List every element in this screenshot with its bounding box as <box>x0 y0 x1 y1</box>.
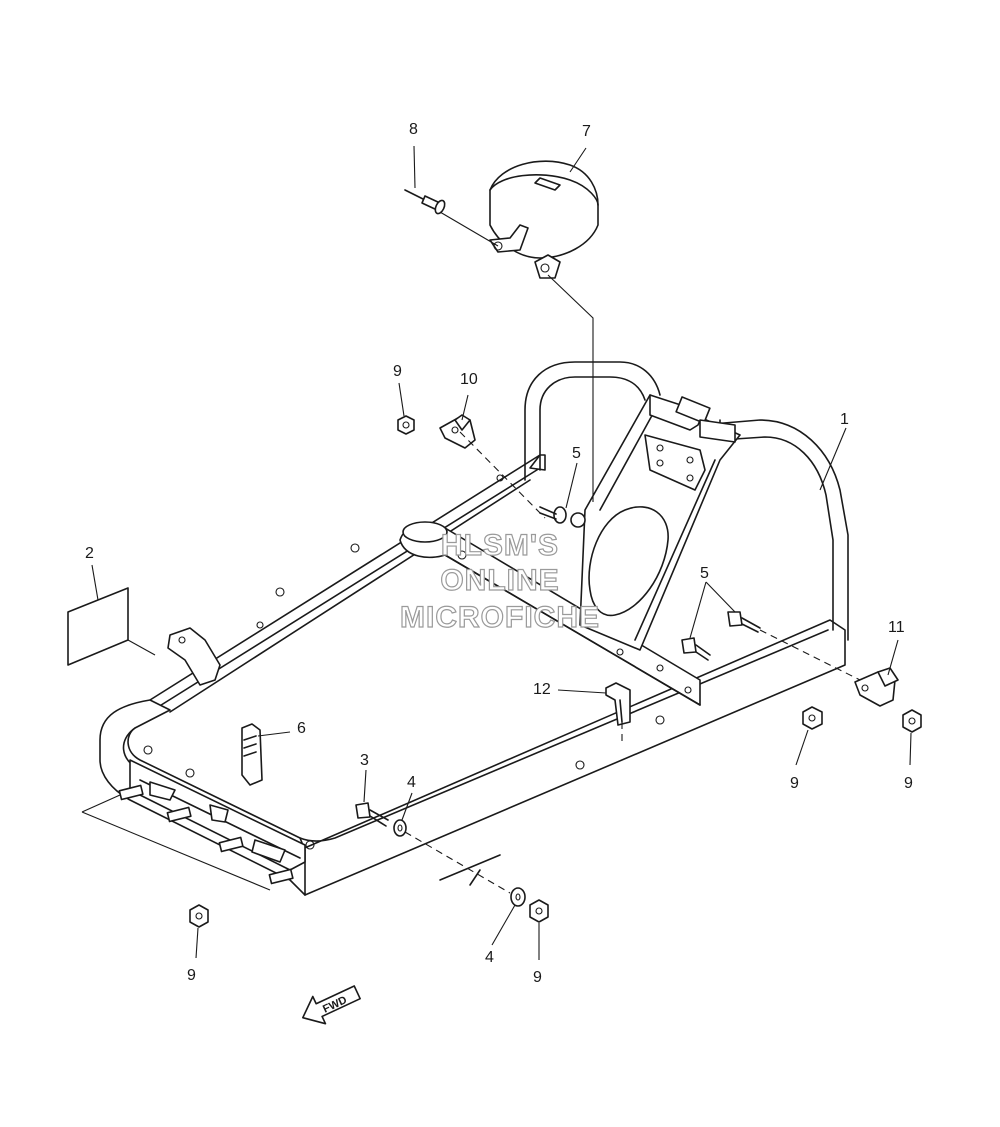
watermark-line-3: MICROFICHE <box>400 601 600 634</box>
callout-4-upper: 4 <box>407 774 416 791</box>
fwd-label: FWD <box>321 994 349 1015</box>
left-bracket <box>167 627 221 686</box>
nut-9c <box>902 709 922 733</box>
front-studs <box>118 781 294 885</box>
nut-9b <box>802 706 823 730</box>
callout-6: 6 <box>297 720 306 737</box>
watermark-line-1: HLSM'S <box>441 529 559 562</box>
callout-9-left: 9 <box>187 967 196 984</box>
callout-12: 12 <box>533 681 551 698</box>
callout-9-bottom: 9 <box>533 969 542 986</box>
nut-9a <box>397 415 415 435</box>
washer-4b <box>510 887 526 907</box>
callout-1: 1 <box>840 411 849 428</box>
rivet <box>404 189 446 215</box>
watermark-line-2: ONLINE <box>440 564 559 597</box>
watermark: HLSM'S ONLINE MICROFICHE <box>399 528 600 634</box>
bolt-5b <box>681 611 761 661</box>
callout-3: 3 <box>360 752 369 769</box>
callout-10: 10 <box>460 371 478 388</box>
callout-8: 8 <box>409 121 418 138</box>
callout-4-lower: 4 <box>485 949 494 966</box>
clamp-10 <box>439 414 476 449</box>
callout-9-top: 9 <box>393 363 402 380</box>
fwd-arrow-icon: FWD <box>302 985 361 1025</box>
center-spine <box>399 521 701 706</box>
callout-9-far-right: 9 <box>904 775 913 792</box>
nut-9d <box>189 904 209 928</box>
bolt-3 <box>355 802 389 827</box>
callout-5-lower: 5 <box>700 565 709 582</box>
bracket-12 <box>605 682 631 726</box>
callout-9-right: 9 <box>790 775 799 792</box>
seat-hoop <box>524 361 849 651</box>
callout-7: 7 <box>582 123 591 140</box>
bolt-5a <box>539 506 586 528</box>
callout-5-upper: 5 <box>572 445 581 462</box>
clamp-11 <box>854 667 899 707</box>
callout-11: 11 <box>888 619 905 636</box>
head-rest <box>489 160 599 279</box>
nut-9e <box>529 899 549 923</box>
strap-6 <box>241 723 263 786</box>
washer-4a <box>393 819 407 837</box>
callout-2: 2 <box>85 545 94 562</box>
